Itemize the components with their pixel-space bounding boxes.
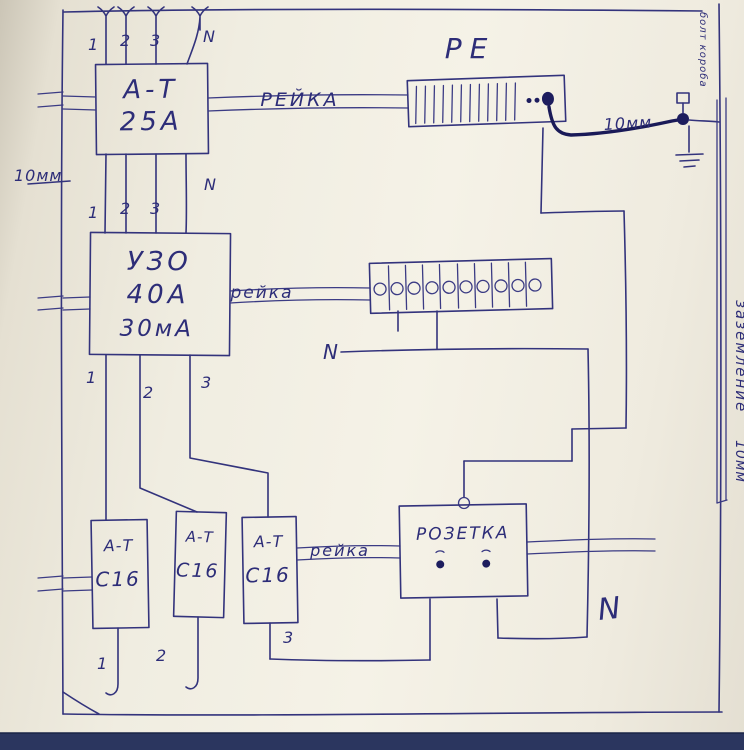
pe-terminal-dot (534, 97, 540, 103)
incoming-supply-wires (97, 6, 209, 65)
branch-breaker-2-rating: С16 (176, 559, 220, 582)
main-breaker-type: А-Т (121, 75, 178, 106)
branch-breaker-2: А-Т С16 (172, 510, 228, 619)
din-rail-middle (229, 286, 371, 304)
corner-note: болт короба (697, 12, 709, 88)
rcd-name: УЗО (127, 247, 192, 278)
branch-breaker-1-type: А-Т (103, 536, 134, 556)
pe-bus-hatching (415, 82, 517, 125)
socket-pin-hole (436, 560, 445, 569)
breaker-out-wire-number-3: 3 (283, 628, 294, 647)
breaker-to-rcd-wires (27, 153, 188, 234)
branch-breaker-3-rating: С16 (245, 563, 291, 588)
pe-bus-label: РЕ (445, 32, 496, 65)
neutral-wiring (340, 310, 590, 640)
rcd-rating: 40А (126, 280, 189, 311)
incoming-wire-number-2: 2 (120, 31, 131, 50)
grounding-size-note: 10мм (732, 440, 744, 483)
pe-wire-size-note: 10мм (603, 112, 652, 134)
incoming-wire-number-1: 1 (88, 35, 99, 54)
rcd-leakage: 30мА (119, 316, 194, 343)
socket-box: РОЗЕТКА (398, 503, 529, 599)
rcd-out-wire-number-3: 3 (201, 373, 212, 392)
ground-symbol-icon (675, 125, 704, 168)
bolt-connection-blob (677, 113, 689, 125)
din-rail-middle-label: рейка (230, 283, 294, 303)
pe-terminal-dot (526, 97, 532, 103)
to-rcd-wire-number-n: N (204, 175, 217, 194)
branch-breaker-3-type: А-Т (253, 532, 284, 552)
to-rcd-wire-number-3: 3 (150, 199, 161, 218)
neutral-bottom-label: N (596, 591, 622, 628)
pe-wire-blob (541, 91, 554, 106)
pe-bus (406, 74, 567, 128)
wire-size-left-note: 10мм (14, 166, 63, 185)
breaker-output-wires (105, 598, 431, 696)
breaker-out-wire-number-2: 2 (156, 646, 167, 665)
branch-breaker-1: А-Т С16 (90, 518, 150, 630)
socket-pin-hole (482, 559, 491, 568)
enclosure-bolt-icon (676, 92, 690, 104)
din-rail-top (207, 93, 409, 112)
page-border (60, 3, 723, 716)
branch-breaker-1-rating: С16 (95, 567, 141, 592)
table-edge-strip (0, 733, 744, 750)
pe-to-socket-wire (457, 127, 628, 510)
incoming-wire-number-n: N (203, 27, 216, 46)
grounding-vertical-note: заземление (732, 300, 744, 413)
branch-breaker-3: А-Т С16 (241, 515, 299, 625)
din-rail-left-stubs (37, 91, 97, 592)
neutral-mid-label: N (323, 340, 338, 364)
breaker-out-wire-number-1: 1 (97, 654, 108, 673)
rcd-output-wires (105, 354, 269, 521)
socket-label: РОЗЕТКА (416, 523, 510, 545)
branch-breaker-2-type: А-Т (185, 528, 215, 547)
din-rail-bottom (296, 538, 656, 561)
din-rail-bottom-label: рейка (309, 541, 370, 560)
incoming-wire-number-3: 3 (150, 31, 161, 50)
neutral-bus-dividers (387, 261, 528, 311)
rcd-out-wire-number-1: 1 (86, 368, 97, 387)
to-rcd-wire-number-1: 1 (88, 203, 99, 222)
socket-ground-terminal (457, 496, 471, 510)
rcd-box: УЗО 40А 30мА (88, 231, 232, 357)
din-rail-top-label: РЕЙКА (260, 88, 339, 111)
to-rcd-wire-number-2: 2 (120, 199, 131, 218)
main-breaker-rating: 25А (120, 107, 183, 138)
neutral-bus (368, 257, 554, 315)
main-breaker: А-Т 25А (94, 62, 210, 156)
rcd-out-wire-number-2: 2 (143, 383, 154, 402)
neutral-bus-terminals (373, 278, 542, 296)
